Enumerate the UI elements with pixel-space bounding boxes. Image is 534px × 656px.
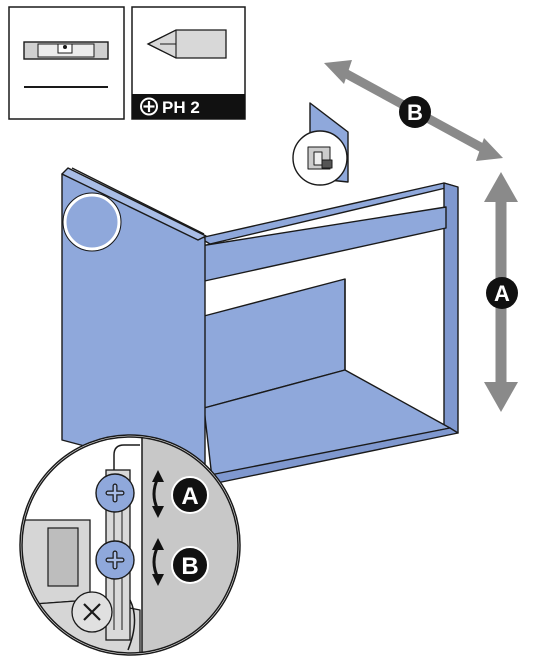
spirit-level-icon [23, 41, 109, 88]
bracket-detail-marker [292, 130, 348, 186]
detail-label-B: B [181, 553, 198, 580]
bracket-zoom-detail: A B [19, 434, 241, 656]
phillips-plus-icon [140, 97, 158, 116]
left-panel-edge [61, 167, 207, 241]
level-tool-box [8, 6, 125, 120]
adjust-screw-A [95, 473, 135, 513]
screwdriver-tool-box: PH 2 [131, 6, 246, 120]
height-label-A: A [494, 281, 510, 306]
cross-screw-icon [71, 591, 113, 633]
height-adjust-arrow: A [484, 172, 518, 412]
cabinet [61, 102, 459, 485]
width-adjust-arrow: B [324, 60, 503, 161]
left-side-panel [61, 173, 206, 479]
screwdriver-size-label: PH 2 [162, 98, 200, 117]
rotate-arrow-A [152, 470, 164, 518]
phillips-screwdriver-icon [146, 29, 227, 59]
width-label-B: B [407, 100, 423, 125]
detail-label-A: A [181, 483, 198, 510]
adjust-screw-B [95, 540, 135, 580]
front-top-rail [199, 206, 447, 283]
rotate-arrow-B [152, 538, 164, 586]
level-check-marker [63, 193, 121, 251]
